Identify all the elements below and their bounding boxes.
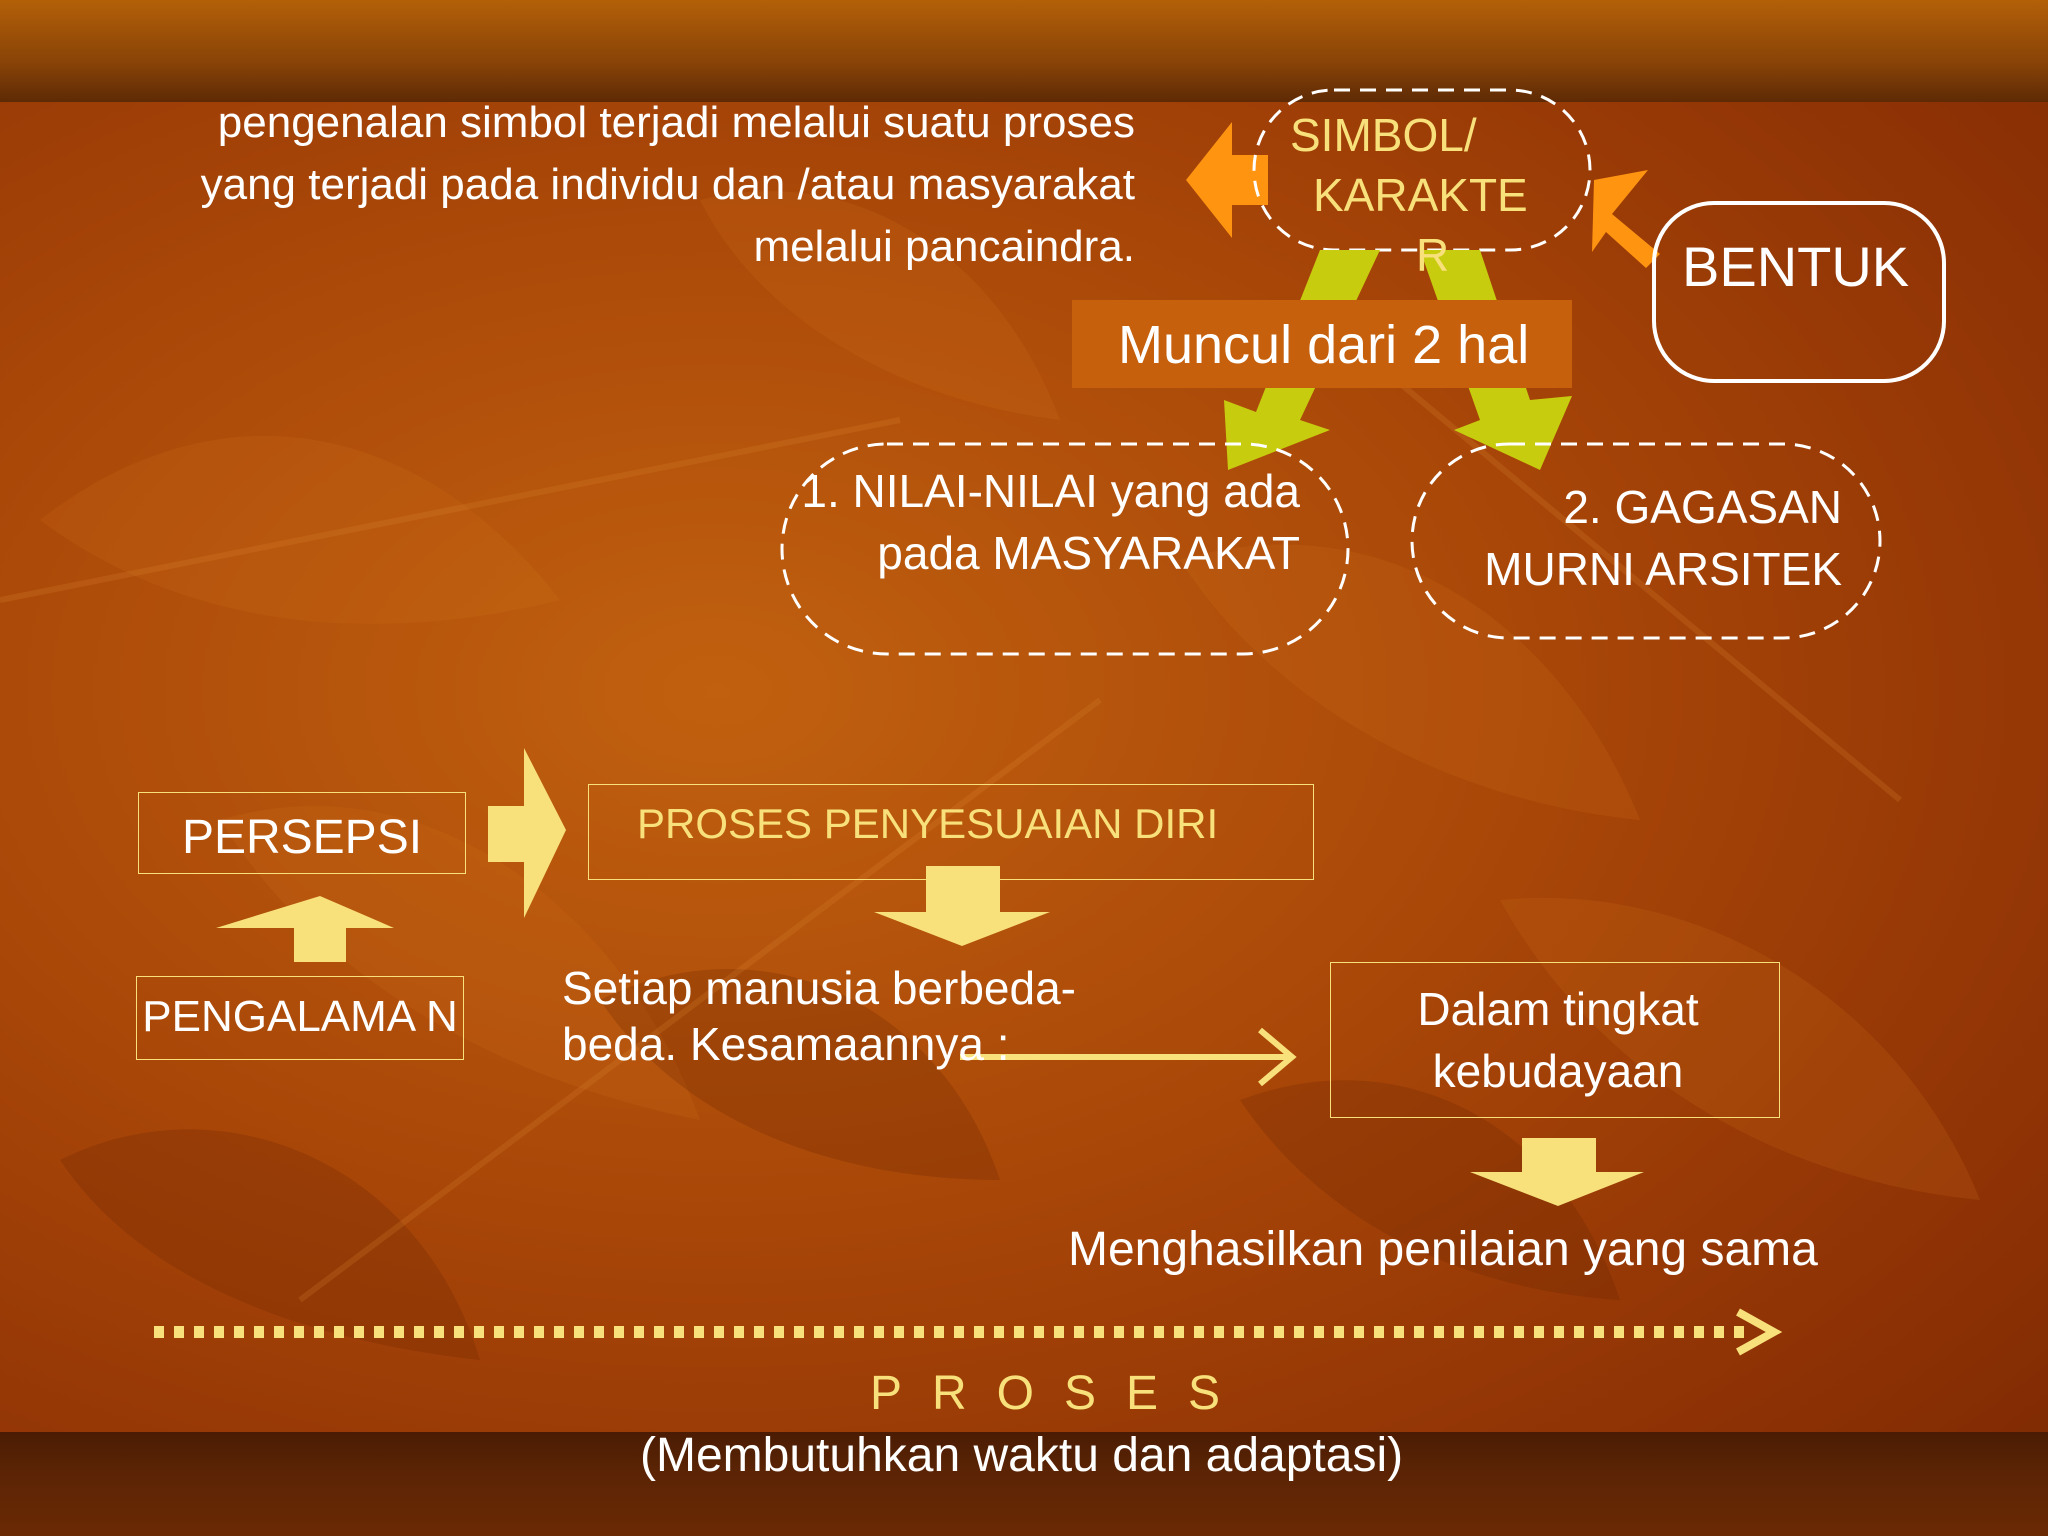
down-arrow-icon bbox=[874, 866, 1050, 946]
down-arrow-2-icon bbox=[1470, 1138, 1644, 1206]
proses-label: PROSES bbox=[870, 1367, 1251, 1420]
simbol-label-line1: SIMBOL/ bbox=[1290, 109, 1477, 161]
pengalaman-box bbox=[136, 976, 464, 1060]
nilai-label: 1. NILAI-NILAI yang ada pada MASYARAKAT bbox=[801, 465, 1300, 579]
big-right-arrow-icon bbox=[488, 748, 566, 918]
thin-right-arrow-head-icon bbox=[1258, 1027, 1297, 1087]
waktu-text: (Membutuhkan waktu dan adaptasi) bbox=[640, 1429, 1404, 1482]
dotted-process-arrow-head-icon bbox=[1736, 1308, 1783, 1356]
simbol-dashed-shape bbox=[1252, 88, 1592, 252]
pengalaman-label: PENGALAMA N bbox=[142, 992, 458, 1041]
persepsi-box bbox=[138, 792, 466, 874]
top-banner bbox=[0, 0, 2048, 102]
bentuk-shape bbox=[1652, 201, 1946, 383]
gagasan-dashed-shape bbox=[1410, 442, 1882, 640]
up-arrow-icon bbox=[216, 896, 394, 962]
muncul-label-box bbox=[1072, 300, 1572, 388]
persepsi-label: PERSEPSI bbox=[181, 811, 423, 864]
nilai-dashed-shape bbox=[780, 442, 1350, 656]
penyesuaian-box bbox=[588, 784, 1314, 880]
muncul-label: Muncul dari 2 hal bbox=[1118, 315, 1530, 375]
menghasilkan-text: Menghasilkan penilaian yang sama bbox=[1068, 1223, 1818, 1276]
bentuk-arrow-icon bbox=[1592, 170, 1660, 268]
dalam-label: Dalam tingkat kebudayaan bbox=[1417, 983, 1699, 1097]
bottom-banner bbox=[0, 1432, 2048, 1536]
left-arrow-icon bbox=[1186, 122, 1268, 238]
simbol-label-line2: KARAKTE bbox=[1313, 169, 1528, 221]
setiap-text: Setiap manusia berbeda-beda. Kesamaannya… bbox=[562, 962, 1076, 1070]
bentuk-label: BENTUK bbox=[1682, 235, 1910, 298]
dalam-box bbox=[1330, 962, 1780, 1118]
gagasan-label: 2. GAGASAN MURNI ARSITEK bbox=[1484, 481, 1842, 595]
simbol-label-line3: R bbox=[1416, 229, 1450, 281]
penyesuaian-label: PROSES PENYESUAIAN DIRI bbox=[637, 800, 1219, 847]
intro-text: pengenalan simbol terjadi melalui suatu … bbox=[200, 98, 1135, 271]
